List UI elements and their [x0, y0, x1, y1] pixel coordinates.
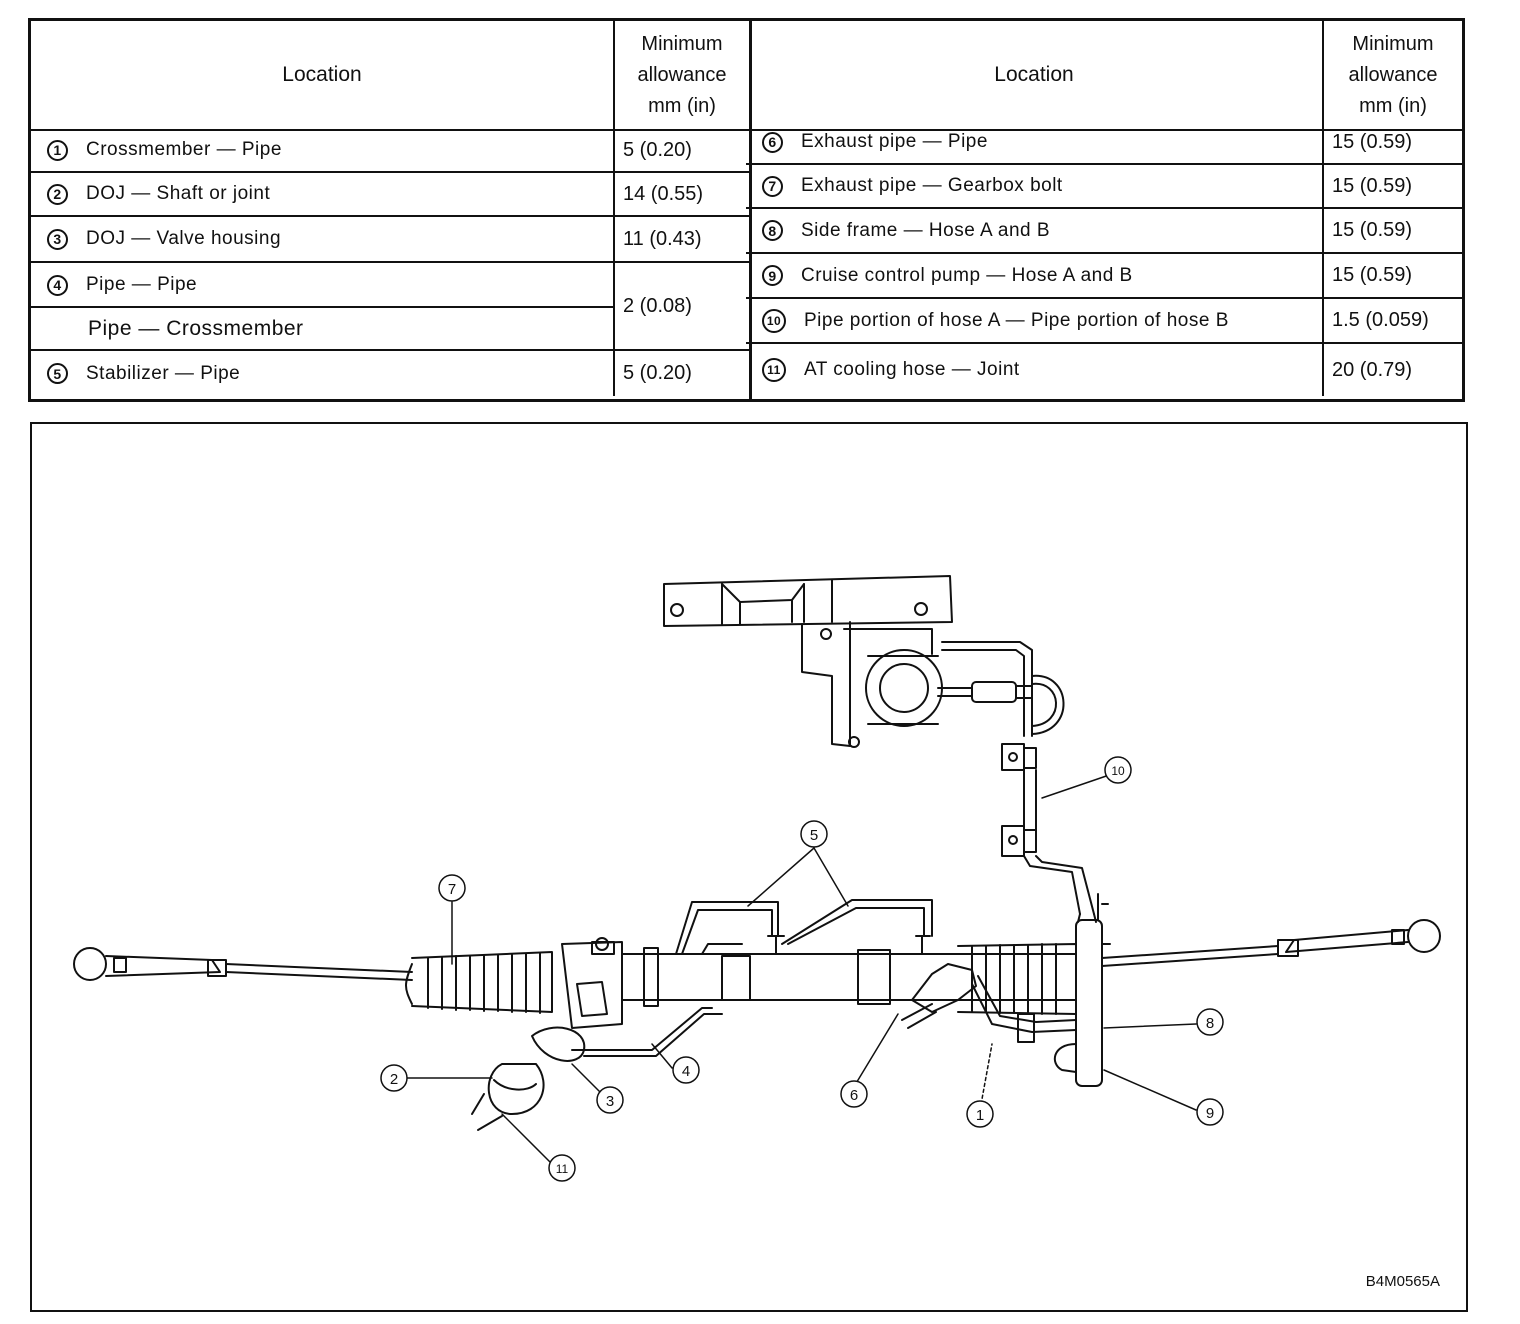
callout-number: 4	[47, 274, 68, 296]
callout-11: 11	[548, 1154, 576, 1182]
figure-id: B4M0565A	[1365, 1273, 1440, 1290]
header-location: Location	[746, 21, 1324, 131]
svg-text:10: 10	[1111, 764, 1125, 778]
row-allowance: 15 (0.59)	[1332, 264, 1413, 286]
row-allowance: 20 (0.79)	[1332, 358, 1413, 381]
hose-a-upper	[937, 641, 1065, 737]
callout-number: 1	[47, 139, 68, 161]
callout-2: 2	[380, 1064, 408, 1092]
callout-number: 8	[762, 220, 783, 241]
cell-divider	[31, 263, 615, 349]
table-row: 9 Cruise control pump — Hose A and B 15 (…	[746, 254, 1462, 299]
row-location: Cruise control pump — Hose A and B	[801, 264, 1133, 286]
callout-leaders	[405, 771, 1197, 1165]
header-location: Location	[31, 21, 615, 131]
callout-number: 6	[762, 131, 783, 153]
callout-9: 9	[1196, 1098, 1224, 1126]
header-minimum-allowance: Minimum allowance mm (in)	[615, 21, 749, 131]
svg-text:4: 4	[682, 1063, 690, 1080]
callout-7: 7	[438, 874, 466, 902]
steering-gearbox-diagram: 1 2 3 4 5 6 7 8 9 10 11 B4M0565A	[30, 422, 1468, 1312]
svg-text:2: 2	[390, 1071, 398, 1088]
row-location: Pipe portion of hose A — Pipe portion of…	[804, 309, 1229, 331]
table-row: 8 Side frame — Hose A and B 15 (0.59)	[746, 209, 1462, 254]
svg-text:8: 8	[1206, 1015, 1214, 1032]
callout-number: 7	[762, 175, 783, 197]
hose-junction	[901, 963, 1077, 1043]
callout-bubbles: 1 2 3 4 5 6 7 8 9 10 11	[380, 756, 1224, 1182]
row-location: DOJ — Valve housing	[86, 228, 282, 249]
row-allowance: 15 (0.59)	[1332, 219, 1413, 241]
callout-4: 4	[672, 1056, 700, 1084]
valve-housing	[561, 937, 623, 1029]
callout-6: 6	[840, 1080, 868, 1108]
row-location: Pipe — Crossmember	[88, 317, 304, 340]
svg-text:1: 1	[976, 1107, 984, 1124]
row-location: AT cooling hose — Joint	[804, 359, 1020, 380]
sub-row-divider	[31, 306, 613, 308]
callout-number: 2	[47, 183, 68, 205]
hose-clamps	[1001, 743, 1097, 923]
doj-joint	[471, 1026, 586, 1131]
stabilizer-pipes	[571, 899, 933, 1057]
callout-number: 10	[762, 308, 786, 333]
table-row: 1 Crossmember — Pipe 5 (0.20)	[31, 129, 749, 173]
right-boot	[957, 943, 1077, 1015]
table-row-merged: 4 Pipe — Pipe Pipe — Crossmember 2 (0.08)	[31, 263, 749, 351]
callout-number: 9	[762, 265, 783, 286]
callout-3: 3	[596, 1086, 624, 1114]
row-location: Side frame — Hose A and B	[801, 219, 1051, 241]
sub-row: Pipe — Crossmember	[31, 307, 615, 351]
steering-rack	[621, 935, 1077, 1007]
tie-rods	[73, 919, 1441, 981]
row-location: Exhaust pipe — Gearbox bolt	[801, 175, 1063, 196]
table-row: 6 Exhaust pipe — Pipe 15 (0.59)	[746, 121, 1462, 165]
svg-text:7: 7	[448, 881, 456, 898]
callout-10: 10	[1104, 756, 1132, 784]
side-frame-bracket	[663, 575, 953, 748]
svg-text:5: 5	[810, 827, 818, 844]
svg-text:3: 3	[606, 1093, 614, 1110]
sub-row: 4 Pipe — Pipe	[31, 263, 615, 307]
callout-1: 1	[966, 1100, 994, 1128]
callout-8: 8	[1196, 1008, 1224, 1036]
left-boot	[405, 951, 553, 1014]
row-allowance: 5 (0.20)	[623, 362, 692, 384]
row-location: Exhaust pipe — Pipe	[801, 131, 988, 152]
svg-text:6: 6	[850, 1087, 858, 1104]
row-allowance: 11 (0.43)	[623, 227, 702, 250]
row-allowance: 2 (0.08)	[623, 294, 692, 317]
table-row: 2 DOJ — Shaft or joint 14 (0.55)	[31, 173, 749, 217]
callout-5: 5	[800, 820, 828, 848]
row-allowance: 15 (0.59)	[1332, 174, 1413, 197]
clearance-table-left: Location Minimum allowance mm (in) 1 Cros…	[28, 18, 752, 402]
cruise-control-pump	[865, 649, 943, 727]
svg-text:9: 9	[1206, 1105, 1214, 1122]
row-location: Crossmember — Pipe	[86, 139, 282, 160]
hose-b-assembly	[1053, 893, 1111, 1087]
table-row: 3 DOJ — Valve housing 11 (0.43)	[31, 217, 749, 263]
row-allowance: 14 (0.55)	[623, 182, 704, 205]
svg-text:11: 11	[556, 1162, 569, 1176]
diagram-drawing: 1 2 3 4 5 6 7 8 9 10 11	[73, 575, 1441, 1182]
row-location: Pipe — Pipe	[86, 274, 198, 295]
callout-number: 11	[762, 358, 786, 382]
row-allowance: 5 (0.20)	[623, 138, 692, 161]
table-row: 10 Pipe portion of hose A — Pipe portion …	[746, 299, 1462, 344]
callout-number: 3	[47, 228, 68, 250]
header-minimum-allowance: Minimum allowance mm (in)	[1324, 21, 1462, 131]
table-row: 7 Exhaust pipe — Gearbox bolt 15 (0.59)	[746, 165, 1462, 209]
table-row: 11 AT cooling hose — Joint 20 (0.79)	[746, 344, 1462, 396]
row-allowance: 1.5 (0.059)	[1332, 309, 1429, 331]
callout-number: 5	[47, 363, 68, 384]
row-location: Stabilizer — Pipe	[86, 362, 241, 384]
table-row: 5 Stabilizer — Pipe 5 (0.20)	[31, 351, 749, 396]
row-allowance: 15 (0.59)	[1332, 130, 1413, 153]
row-location: DOJ — Shaft or joint	[86, 183, 271, 204]
